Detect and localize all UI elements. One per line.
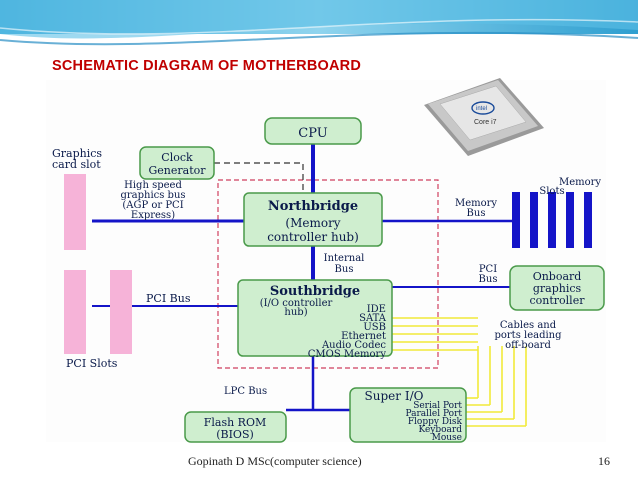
southbridge-title: Southbridge bbox=[270, 284, 360, 299]
lpc-bus-label: LPC Bus bbox=[224, 386, 267, 397]
cables-label-line3: off-board bbox=[505, 340, 551, 351]
southbridge-sub-line2: hub) bbox=[284, 307, 307, 318]
memory-slots-label-line2: Slots bbox=[539, 186, 564, 197]
cables-leading-off-board bbox=[392, 317, 527, 427]
southbridge-sata: SATA bbox=[359, 313, 387, 324]
clock-generator-box bbox=[139, 146, 215, 180]
super-io-floppy: Floppy Disk bbox=[408, 417, 463, 427]
memory-slots bbox=[512, 192, 592, 248]
intel-logo-icon bbox=[471, 101, 495, 115]
southbridge-ethernet: Ethernet bbox=[341, 331, 386, 342]
memory-bus-label-line1: Memory bbox=[455, 198, 497, 209]
northbridge-title: Northbridge bbox=[268, 199, 358, 214]
northbridge-box bbox=[243, 192, 383, 247]
slide-title: SCHEMATIC DIAGRAM OF MOTHERBOARD bbox=[52, 58, 362, 74]
clock-label-line2: Generator bbox=[148, 164, 206, 177]
memory-bus-label-line2: Bus bbox=[467, 208, 486, 219]
southbridge-box bbox=[237, 279, 393, 357]
super-io-title: Super I/O bbox=[365, 389, 424, 403]
flash-rom-label-line1: Flash ROM bbox=[204, 416, 267, 429]
super-io-box bbox=[349, 387, 467, 443]
super-io-keyboard: Keyboard bbox=[418, 425, 462, 435]
northbridge-sub-line2: controller hub) bbox=[267, 230, 359, 244]
super-io-mouse: Mouse bbox=[432, 433, 462, 443]
cpu-chip-image: intel Core i7 bbox=[424, 78, 544, 156]
hs-bus-label-line1: High speed bbox=[124, 180, 182, 191]
onboard-graphics-box bbox=[509, 265, 605, 311]
southbridge-usb: USB bbox=[363, 322, 386, 333]
southbridge-sub-line1: (I/O controller bbox=[260, 298, 333, 309]
onboard-label-line3: controller bbox=[530, 294, 586, 307]
clock-label-line1: Clock bbox=[161, 151, 193, 164]
graphics-slot-label-line1: Graphics bbox=[52, 147, 102, 160]
pci-bus-label: PCI Bus bbox=[146, 292, 191, 305]
pci-bus-right-label-line1: PCI bbox=[479, 264, 497, 275]
footer-author: Gopinath D MSc(computer science) bbox=[188, 454, 362, 468]
cables-label-line1: Cables and bbox=[500, 320, 557, 331]
pci-slots-label: PCI Slots bbox=[66, 357, 118, 370]
onboard-label-line2: graphics bbox=[533, 282, 582, 295]
graphics-slot-label-line2: card slot bbox=[52, 158, 101, 171]
super-io-serial: Serial Port bbox=[413, 401, 462, 411]
memory-slots-label-line1: Memory bbox=[559, 177, 601, 188]
page-number: 16 bbox=[598, 454, 610, 468]
flash-rom-label-line2: (BIOS) bbox=[216, 428, 254, 441]
chipset-dashed-region bbox=[217, 179, 439, 369]
northbridge-sub-line1: (Memory bbox=[285, 216, 340, 230]
pci-slot-2 bbox=[110, 270, 132, 354]
svg-text:intel: intel bbox=[476, 106, 487, 112]
cpu-box bbox=[264, 117, 362, 145]
header-banner bbox=[0, 0, 638, 46]
super-io-parallel: Parallel Port bbox=[405, 409, 462, 419]
onboard-label-line1: Onboard bbox=[533, 270, 582, 283]
cpu-label: CPU bbox=[298, 126, 327, 141]
pci-slot-1 bbox=[64, 270, 86, 354]
flash-rom-box bbox=[184, 411, 287, 443]
southbridge-ide: IDE bbox=[367, 304, 386, 315]
pci-bus-right-label-line2: Bus bbox=[479, 274, 498, 285]
hs-bus-label-line4: Express) bbox=[131, 210, 175, 221]
southbridge-audio: Audio Codec bbox=[321, 340, 386, 351]
cables-label-line2: ports leading bbox=[494, 330, 562, 341]
graphics-card-slot bbox=[64, 174, 86, 250]
internal-bus-label-line1: Internal bbox=[324, 253, 365, 264]
hs-bus-label-line2: graphics bus bbox=[120, 190, 185, 201]
southbridge-cmos: CMOS Memory bbox=[308, 349, 387, 360]
hs-bus-label-line3: (AGP or PCI bbox=[122, 200, 183, 211]
svg-text:Core i7: Core i7 bbox=[474, 119, 497, 126]
internal-bus-label-line2: Bus bbox=[335, 264, 354, 275]
